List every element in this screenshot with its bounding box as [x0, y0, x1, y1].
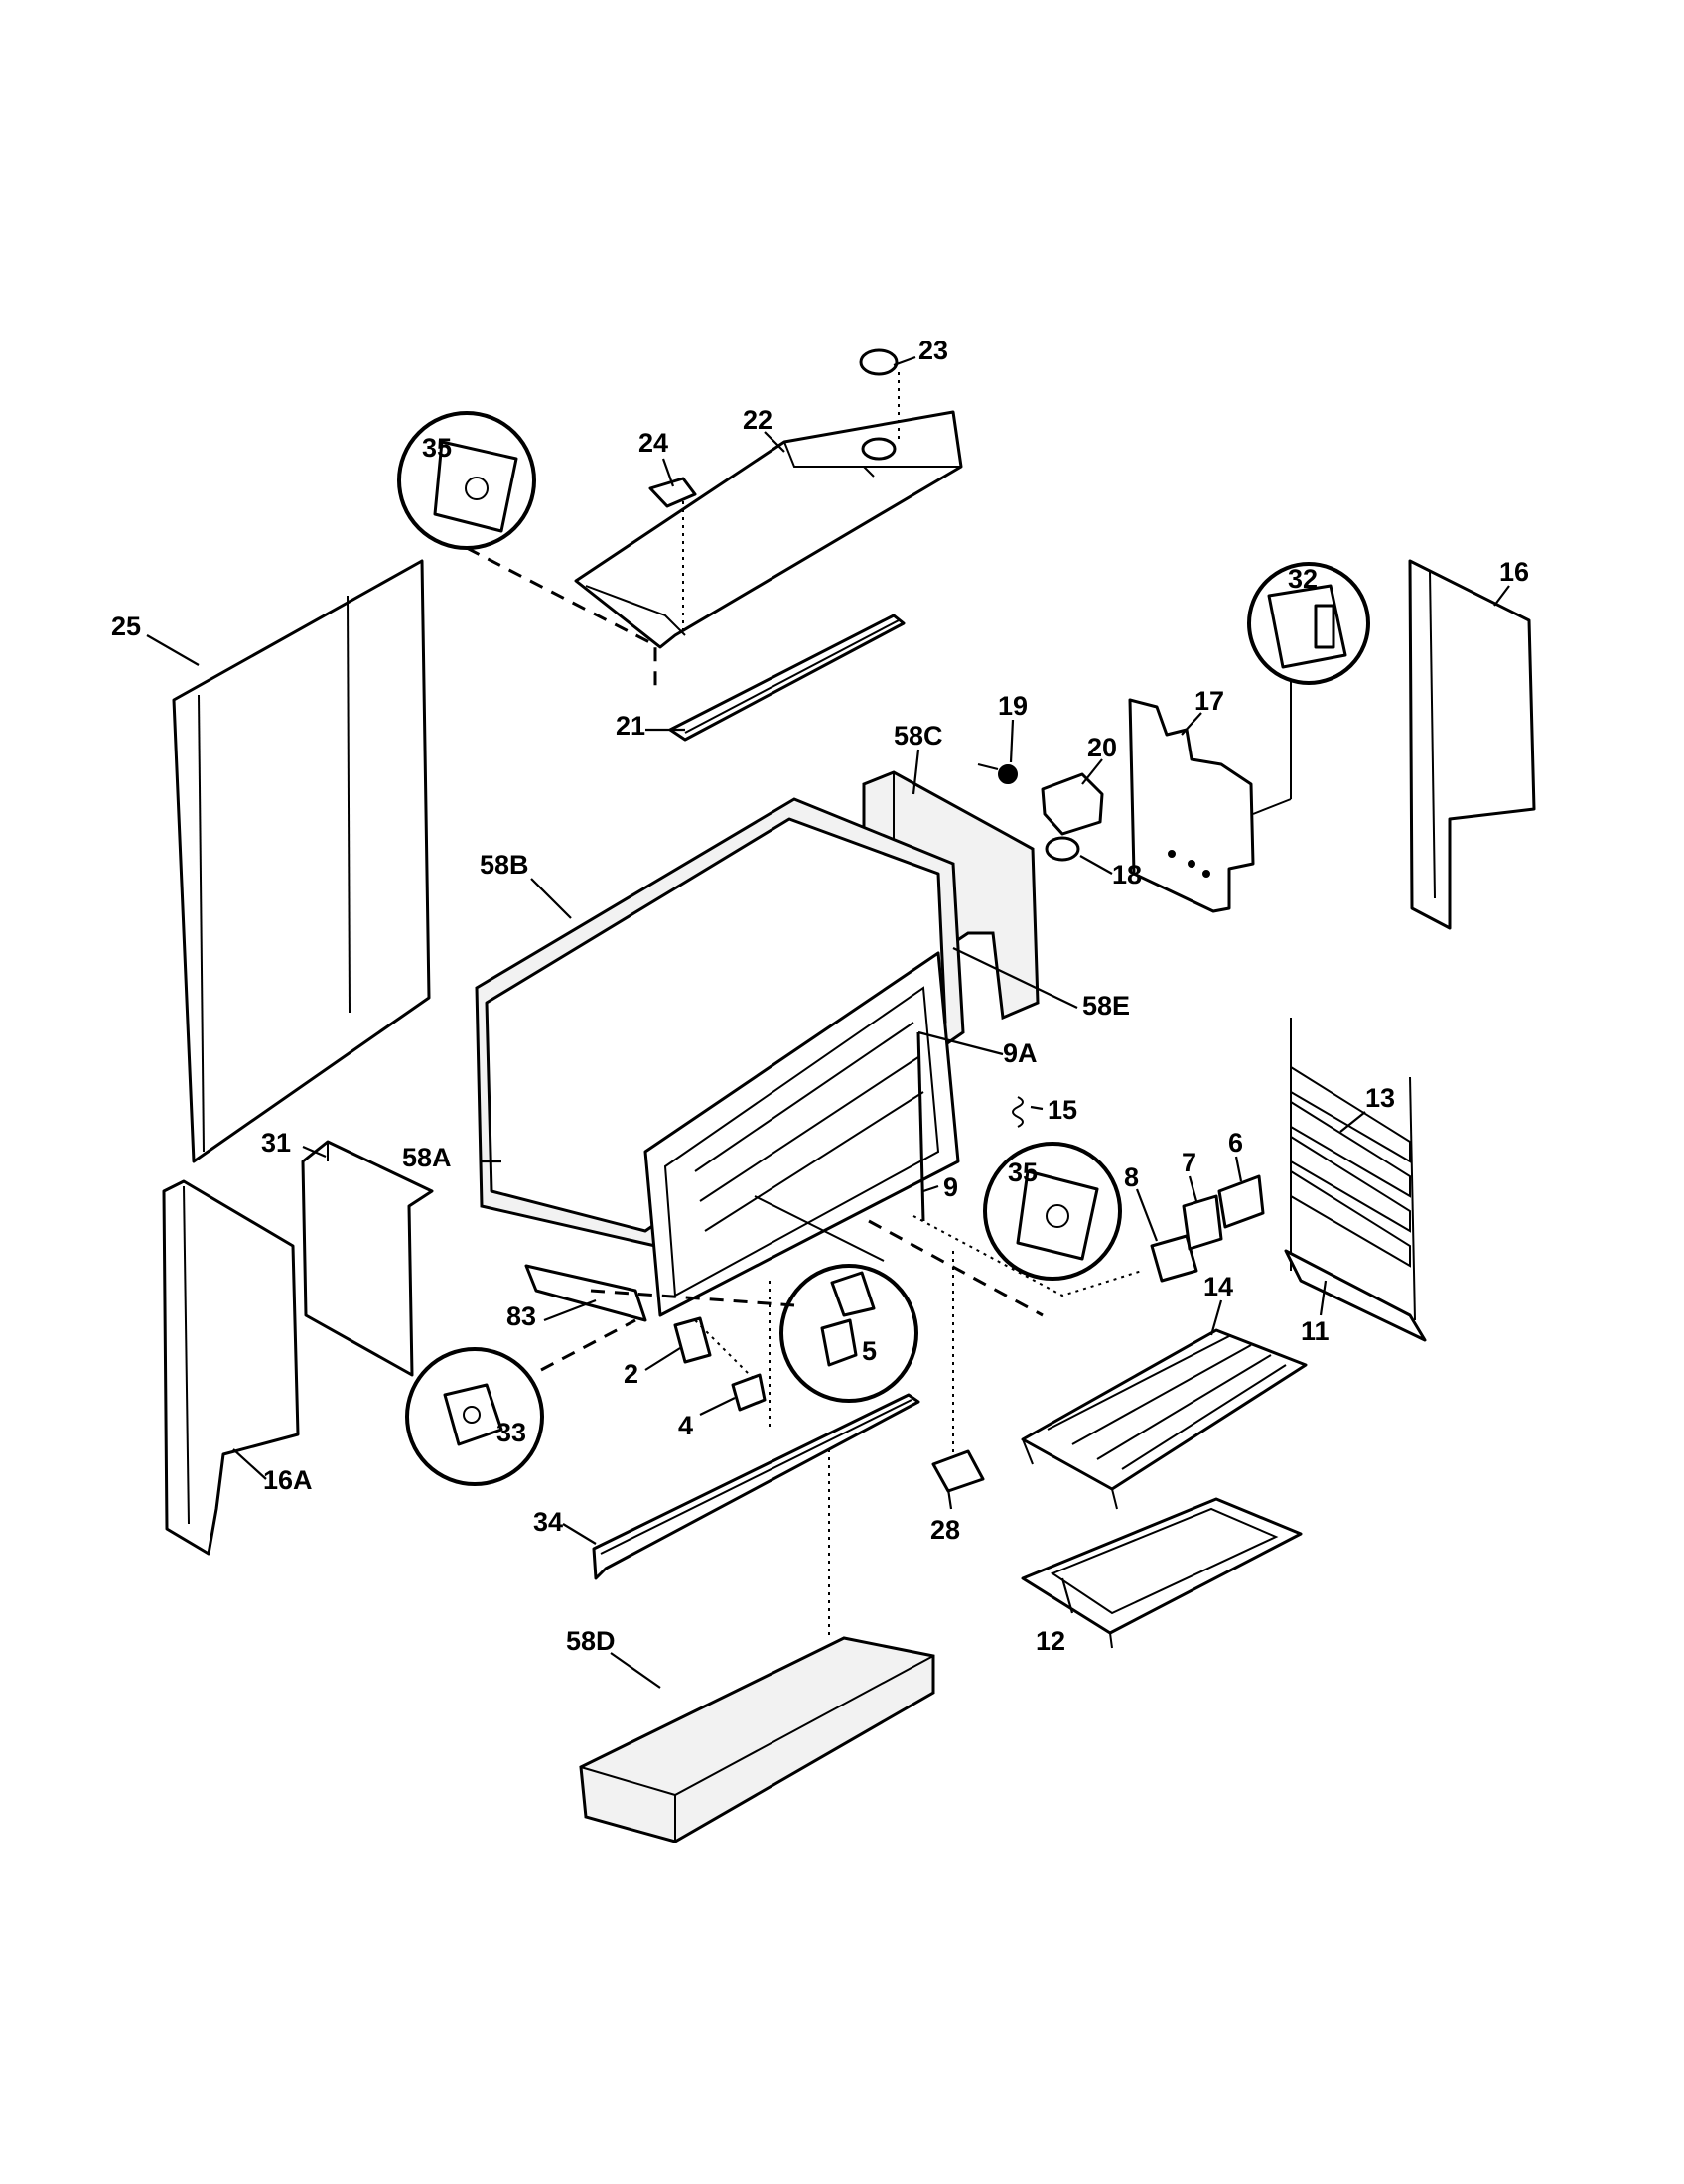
label-16A: 16A: [263, 1465, 313, 1495]
spring-15[interactable]: [1012, 1096, 1024, 1128]
callout-33[interactable]: [405, 1347, 544, 1486]
callout-35-middle[interactable]: [983, 1142, 1122, 1281]
label-9A: 9A: [1003, 1038, 1038, 1068]
oven-rack-14[interactable]: [1021, 1328, 1308, 1510]
insulation-58D[interactable]: [579, 1636, 935, 1843]
label-19: 19: [998, 691, 1028, 721]
label-18: 18: [1112, 860, 1142, 889]
label-33: 33: [496, 1418, 526, 1447]
label-58D: 58D: [566, 1626, 616, 1656]
top-panel-22[interactable]: [574, 410, 963, 649]
bracket-7[interactable]: [1182, 1194, 1223, 1251]
label-25: 25: [111, 612, 141, 641]
leader-lines: [146, 355, 1510, 1689]
label-2: 2: [624, 1359, 638, 1389]
part-labels: 23 24 22 35 16 25 32 19 58C 17 20 21 58B…: [111, 336, 1529, 1656]
rack-support-13[interactable]: [1290, 1018, 1416, 1321]
label-83: 83: [506, 1301, 536, 1331]
bracket-8[interactable]: [1150, 1234, 1198, 1283]
back-panel-17[interactable]: [1128, 660, 1292, 913]
label-21: 21: [616, 711, 645, 741]
side-panel-16[interactable]: [1408, 559, 1536, 930]
sensor-19[interactable]: [977, 763, 1018, 784]
panel-16A[interactable]: [162, 1179, 300, 1556]
label-35-top: 35: [422, 433, 452, 463]
switch-20[interactable]: [1041, 772, 1104, 836]
label-32: 32: [1288, 564, 1318, 594]
label-23: 23: [918, 336, 948, 365]
label-12: 12: [1036, 1626, 1065, 1656]
label-5: 5: [862, 1336, 877, 1366]
dashed-connector: [540, 1318, 636, 1372]
label-58E: 58E: [1082, 991, 1130, 1021]
label-35-middle: 35: [1008, 1158, 1038, 1187]
trim-34[interactable]: [592, 1393, 920, 1580]
label-8: 8: [1124, 1162, 1139, 1192]
hinge-28[interactable]: [931, 1449, 985, 1493]
label-22: 22: [743, 405, 772, 435]
oven-base-83[interactable]: [524, 1264, 647, 1322]
label-6: 6: [1228, 1128, 1243, 1158]
label-15: 15: [1048, 1095, 1077, 1125]
dotted-connector: [694, 1319, 756, 1381]
rod-9[interactable]: [916, 1031, 925, 1222]
label-34: 34: [533, 1507, 563, 1537]
label-4: 4: [678, 1411, 693, 1440]
panel-31[interactable]: [301, 1140, 434, 1377]
clip-4[interactable]: [731, 1373, 767, 1412]
label-20: 20: [1087, 733, 1117, 762]
label-24: 24: [638, 428, 668, 458]
callout-5[interactable]: [779, 1264, 918, 1403]
dashed-connector: [590, 1289, 795, 1307]
strip-21[interactable]: [668, 614, 906, 742]
label-58B: 58B: [480, 850, 529, 880]
oven-cavity[interactable]: [643, 951, 960, 1317]
label-28: 28: [930, 1515, 960, 1545]
label-16: 16: [1499, 557, 1529, 587]
label-11: 11: [1301, 1316, 1330, 1346]
label-58C: 58C: [894, 721, 943, 751]
callout-32[interactable]: [1247, 562, 1370, 685]
plate-6[interactable]: [1217, 1174, 1265, 1229]
burner-cap-23[interactable]: [859, 348, 899, 461]
dashed-connector: [868, 1219, 1044, 1317]
label-17: 17: [1194, 686, 1224, 716]
label-14: 14: [1203, 1272, 1233, 1301]
lamp-18[interactable]: [1045, 836, 1080, 862]
label-7: 7: [1182, 1148, 1196, 1177]
rack-slide-11[interactable]: [1284, 1249, 1427, 1342]
callout-35-top[interactable]: [397, 411, 536, 550]
label-31: 31: [261, 1128, 291, 1158]
clip-2[interactable]: [673, 1316, 712, 1364]
dotted-connector: [912, 1215, 1143, 1297]
side-panel-25[interactable]: [172, 559, 431, 1163]
label-58A: 58A: [402, 1143, 452, 1172]
label-13: 13: [1365, 1083, 1395, 1113]
broiler-pan-12[interactable]: [1021, 1497, 1303, 1649]
dashed-connector: [466, 546, 657, 695]
label-9: 9: [943, 1172, 958, 1202]
